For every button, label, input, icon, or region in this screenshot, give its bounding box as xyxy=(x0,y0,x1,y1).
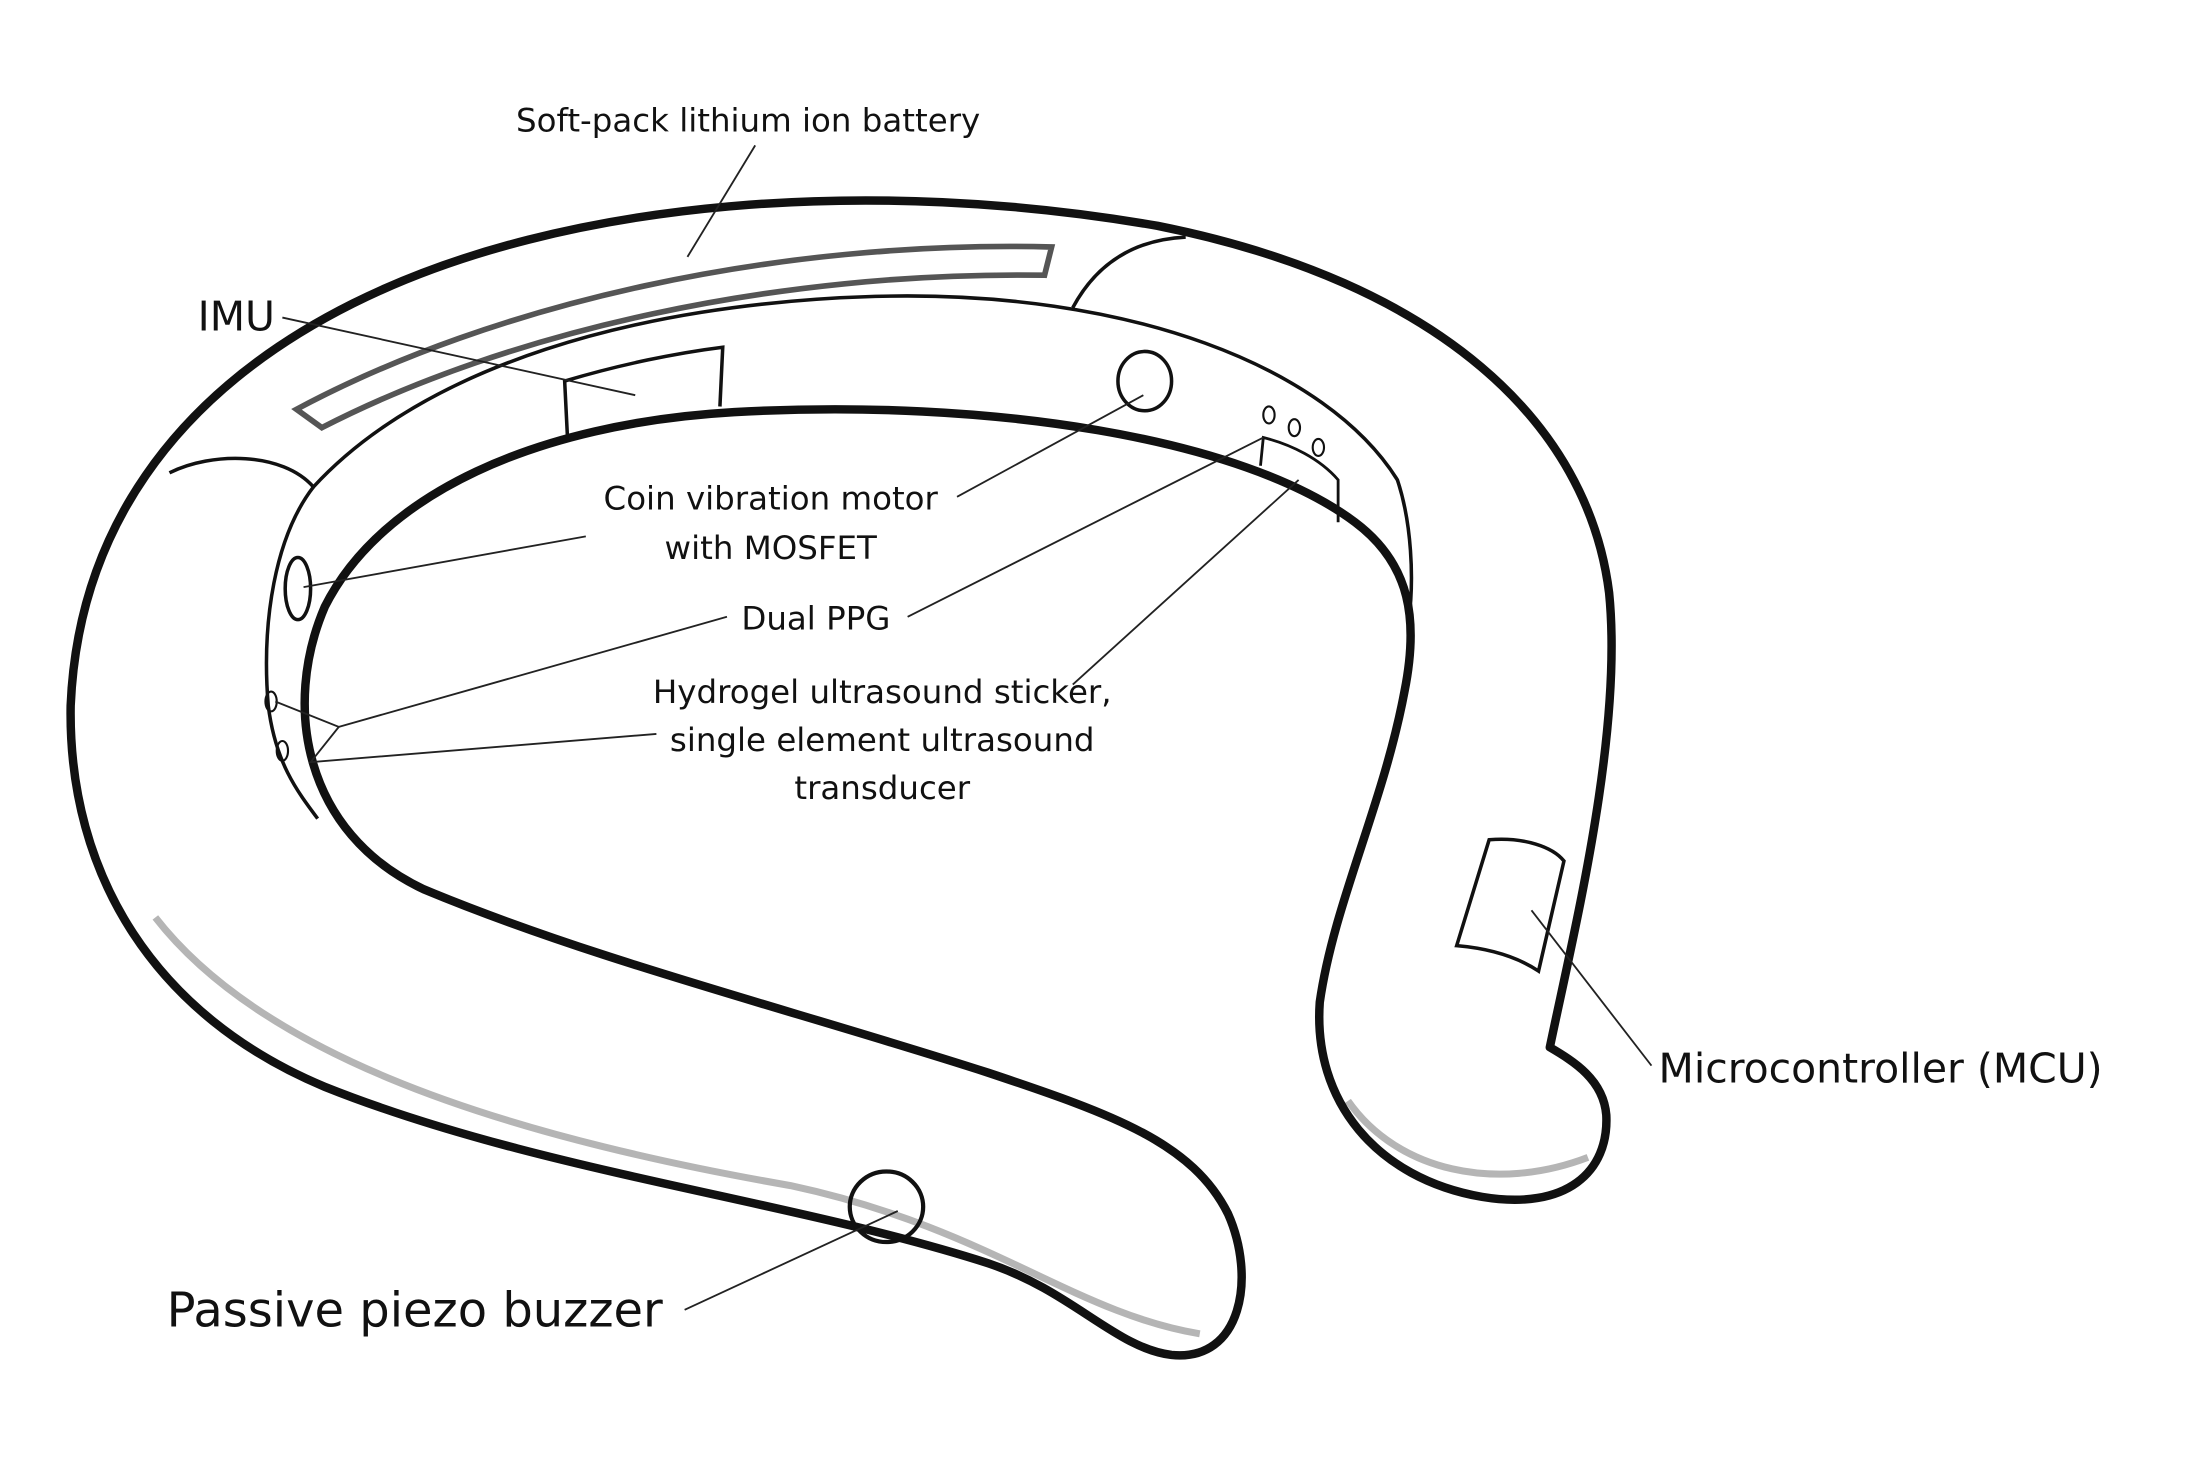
us-leader xyxy=(1072,479,1300,686)
seam-right xyxy=(1071,235,1186,309)
buzzer-circle xyxy=(847,1169,926,1245)
mcu-leader xyxy=(1530,909,1653,1067)
ppg-leader-left xyxy=(338,615,728,728)
label-ppg: Dual PPG xyxy=(741,599,890,637)
motor-circle-left xyxy=(283,555,313,622)
ultrasound-sticker xyxy=(1259,435,1340,523)
label-us-1: Hydrogel ultrasound sticker, xyxy=(653,673,1112,711)
label-imu: IMU xyxy=(198,292,275,340)
motor-leader-left xyxy=(303,535,586,589)
battery-leader xyxy=(686,144,756,258)
ppg-sensor xyxy=(1262,405,1276,425)
motor-circle-right xyxy=(1116,349,1174,413)
inner-band-edge xyxy=(168,294,1414,622)
label-battery: Soft-pack lithium ion battery xyxy=(516,101,980,139)
label-mcu: Microcontroller (MCU) xyxy=(1659,1045,2103,1093)
battery xyxy=(291,243,1056,431)
motor-leader xyxy=(956,394,1144,498)
label-us-2: single element ultrasound xyxy=(670,721,1095,759)
label-buzzer: Passive piezo buzzer xyxy=(167,1283,663,1339)
bottom-shadow xyxy=(152,915,1201,1338)
buzzer-leader xyxy=(684,1210,899,1311)
tail-shadow xyxy=(1345,1098,1590,1178)
label-motor-2: with MOSFET xyxy=(665,529,877,567)
ppg-leader xyxy=(907,436,1264,618)
ppg-sensor xyxy=(1287,418,1302,438)
inner-band-lower xyxy=(264,485,320,820)
mcu-chip xyxy=(1454,837,1566,974)
imu-leader xyxy=(282,316,636,397)
us-sensor-left xyxy=(275,739,290,762)
label-motor-1: Coin vibration motor xyxy=(604,480,939,518)
label-us-3: transducer xyxy=(794,769,970,807)
neckband-outline xyxy=(66,196,1616,1360)
imu-chip xyxy=(562,345,725,438)
ppg-sensor xyxy=(1311,437,1326,457)
us-leader-left xyxy=(274,700,657,764)
